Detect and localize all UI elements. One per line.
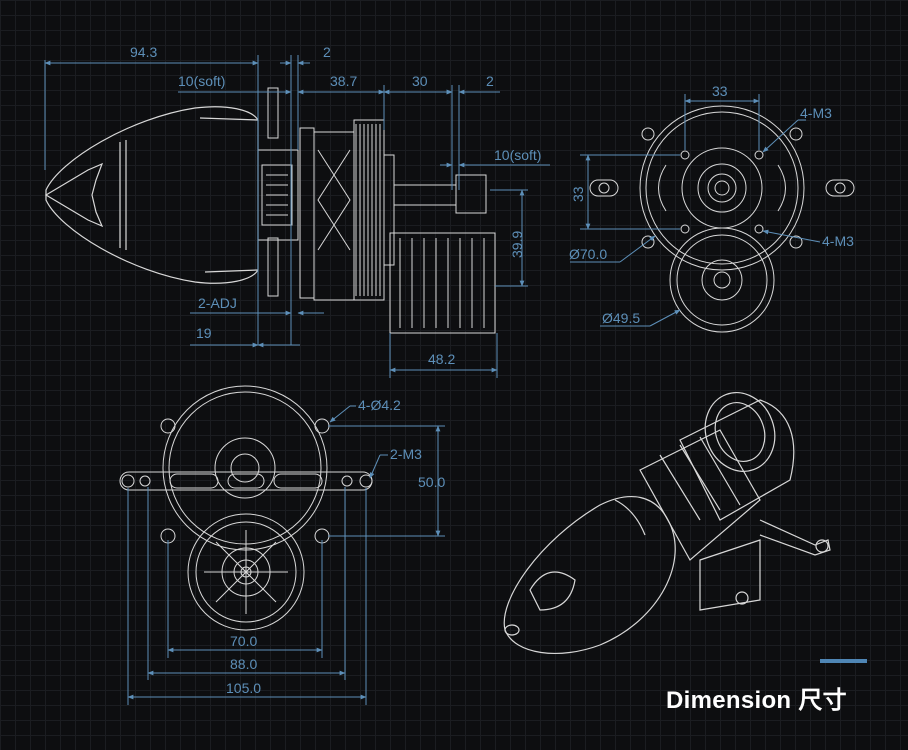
rear-dimension-labels: 4-Ø4.2 2-M3 50.0 70.0 88.0 105.0 (226, 397, 445, 696)
dim-label-94-3: 94.3 (130, 44, 157, 60)
front-dimension-lines (570, 94, 821, 327)
rear-view: 4-Ø4.2 2-M3 50.0 70.0 88.0 105.0 (119, 385, 445, 705)
dim-label-2m3: 2-M3 (390, 446, 422, 462)
side-view: 94.3 2 10(soft) 38.7 30 2 10(soft) 39.9 … (44, 44, 550, 378)
iso-spinner-cone (503, 496, 676, 655)
dim-label-2-adj: 2-ADJ (198, 295, 237, 311)
dim-label-4m3-bottom: 4-M3 (822, 233, 854, 249)
dim-label-10soft-b: 10(soft) (494, 147, 541, 163)
front-outline (589, 105, 855, 333)
dim-label-4phi4-2: 4-Ø4.2 (358, 397, 401, 413)
iso-motor (679, 399, 795, 521)
side-dimension-labels: 94.3 2 10(soft) 38.7 30 2 10(soft) 39.9 … (130, 44, 541, 367)
dim-label-phi70: Ø70.0 (569, 246, 607, 262)
dim-label-phi49-5: Ø49.5 (602, 310, 640, 326)
dim-label-48-2: 48.2 (428, 351, 455, 367)
mount-holes (680, 150, 764, 234)
dim-label-19: 19 (196, 325, 212, 341)
front-dimension-labels: 33 4-M3 33 Ø70.0 4-M3 Ø49.5 (569, 83, 854, 326)
dim-label-70: 70.0 (230, 633, 257, 649)
dim-label-2-right: 2 (486, 73, 494, 89)
iso-gearbox (639, 429, 761, 561)
caption-accent-bar (820, 659, 867, 663)
dim-label-10soft-a: 10(soft) (178, 73, 225, 89)
spinner-cone (44, 106, 259, 284)
dim-label-88: 88.0 (230, 656, 257, 672)
dim-label-33-top: 33 (712, 83, 728, 99)
motor-body (257, 87, 496, 334)
dim-label-105: 105.0 (226, 680, 261, 696)
isometric-view (503, 392, 831, 655)
dim-label-39-9: 39.9 (509, 231, 525, 258)
caption-title: Dimension 尺寸 (666, 687, 847, 714)
dim-label-38-7: 38.7 (330, 73, 357, 89)
dim-label-33-left: 33 (570, 186, 586, 202)
iso-mount-arm (759, 519, 831, 556)
dim-label-2-top: 2 (323, 44, 331, 60)
rear-dimension-lines (127, 405, 445, 705)
dim-label-50: 50.0 (418, 474, 445, 490)
dim-label-30: 30 (412, 73, 428, 89)
dim-label-4m3-top: 4-M3 (800, 105, 832, 121)
rear-outline (119, 385, 373, 631)
side-dimension-lines (44, 55, 550, 378)
front-view: 33 4-M3 33 Ø70.0 4-M3 Ø49.5 (569, 83, 855, 333)
